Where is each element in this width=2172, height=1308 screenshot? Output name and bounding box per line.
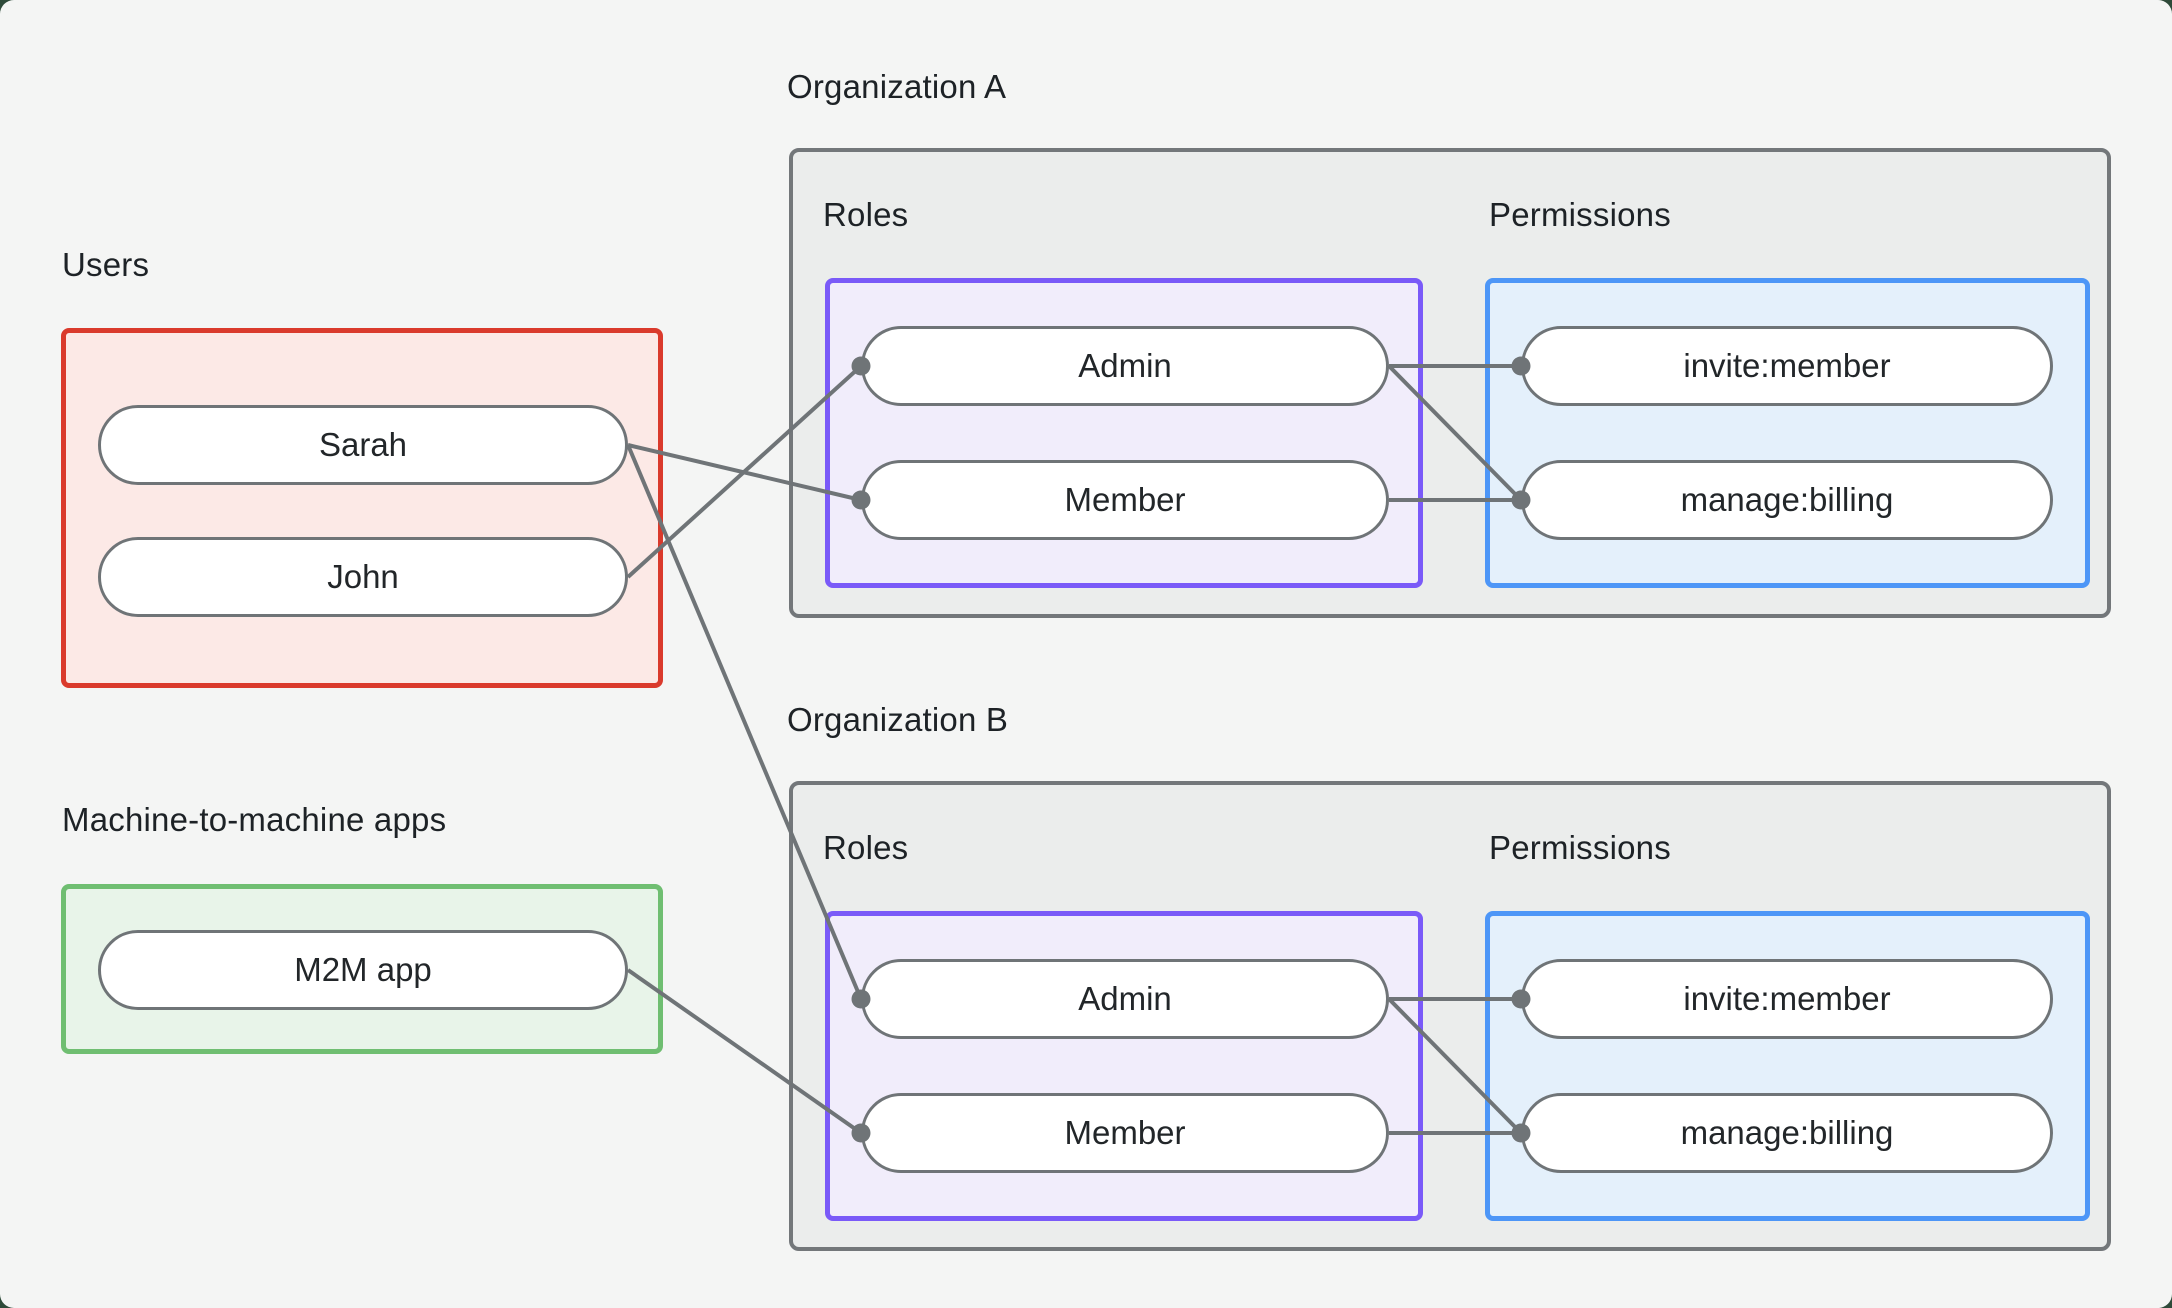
org-b-role-admin-pill: Admin <box>861 959 1389 1039</box>
org-a-roles-label: Roles <box>823 196 909 233</box>
org-a-permission-invite-pill: invite:member <box>1521 326 2053 406</box>
org-a-permission-manage-pill: manage:billing <box>1521 460 2053 540</box>
org-a-permission-manage-label: manage:billing <box>1680 481 1894 518</box>
org-a-role-member-label: Member <box>1064 481 1186 518</box>
org-a-role-member-pill: Member <box>861 460 1389 540</box>
users-group-box <box>61 328 663 688</box>
user-pill-john-label: John <box>327 558 399 595</box>
users-group-label: Users <box>62 246 150 283</box>
org-b-permission-manage-pill: manage:billing <box>1521 1093 2053 1173</box>
m2m-app-pill-label: M2M app <box>294 951 432 988</box>
org-b-permissions-label: Permissions <box>1489 829 1671 866</box>
org-b-label: Organization B <box>787 701 1009 738</box>
org-b-permission-manage-label: manage:billing <box>1680 1114 1894 1151</box>
org-b-roles-box <box>825 911 1423 1221</box>
user-pill-john: John <box>98 537 628 617</box>
org-b-role-admin-label: Admin <box>1078 980 1172 1017</box>
org-b-roles-label: Roles <box>823 829 909 866</box>
org-b-role-member-label: Member <box>1064 1114 1186 1151</box>
m2m-group-label: Machine-to-machine apps <box>62 801 447 838</box>
org-a-label: Organization A <box>787 68 1007 105</box>
org-a-role-admin-pill: Admin <box>861 326 1389 406</box>
org-a-role-admin-label: Admin <box>1078 347 1172 384</box>
org-a-permissions-label: Permissions <box>1489 196 1671 233</box>
org-b-permissions-box <box>1485 911 2090 1221</box>
org-a-roles-box <box>825 278 1423 588</box>
m2m-app-pill: M2M app <box>98 930 628 1010</box>
org-b-permission-invite-label: invite:member <box>1683 980 1891 1017</box>
org-b-permission-invite-pill: invite:member <box>1521 959 2053 1039</box>
user-pill-sarah-label: Sarah <box>318 426 408 463</box>
org-a-permissions-box <box>1485 278 2090 588</box>
org-b-role-member-pill: Member <box>861 1093 1389 1173</box>
user-pill-sarah: Sarah <box>98 405 628 485</box>
org-a-permission-invite-label: invite:member <box>1683 347 1891 384</box>
